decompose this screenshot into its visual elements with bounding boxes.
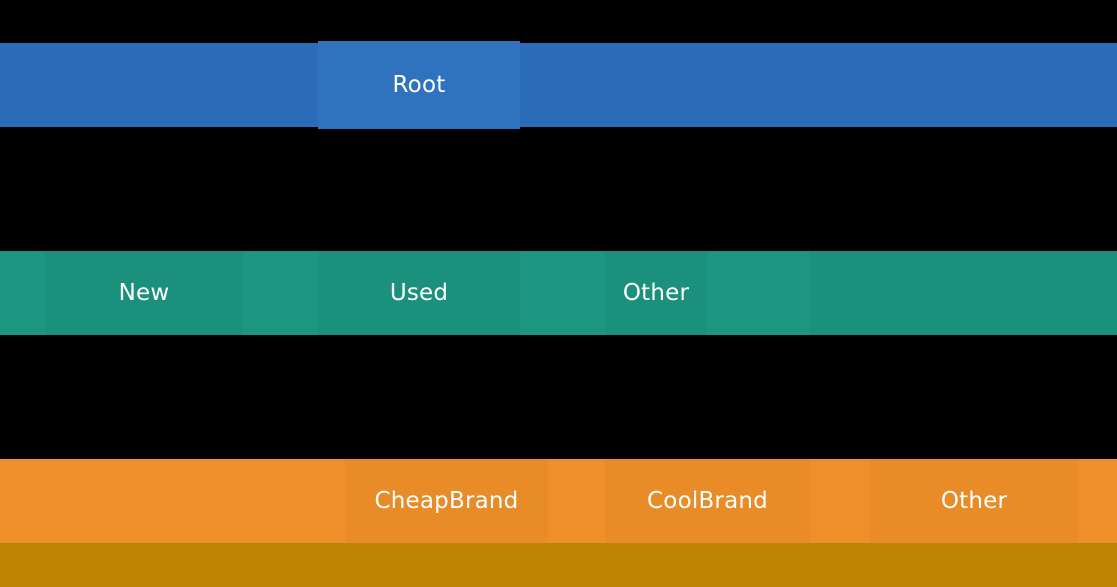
icicle-segment-cond-e[interactable] (810, 251, 1117, 335)
icicle-segment-cond-used[interactable]: Used (318, 251, 520, 335)
icicle-segment-label: Other (940, 487, 1008, 514)
icicle-segment-cond-other[interactable]: Other (605, 251, 707, 335)
root-level: Root (0, 41, 1117, 129)
icicle-segment-brand-c[interactable] (810, 459, 870, 543)
icicle-segment-label: CheapBrand (374, 487, 519, 514)
icicle-segment-root-a[interactable] (0, 43, 318, 127)
icicle-segment-cond-c[interactable] (520, 251, 605, 335)
icicle-segment-label: CoolBrand (647, 487, 768, 514)
icicle-segment-cond-a[interactable] (0, 251, 45, 335)
icicle-segment-cond-d[interactable] (707, 251, 810, 335)
icicle-segment-brand-cheap[interactable]: CheapBrand (345, 459, 548, 543)
icicle-segment-brand-cool[interactable]: CoolBrand (605, 459, 810, 543)
condition-level: New Used Other (0, 251, 1117, 335)
icicle-segment-label: Other (622, 279, 690, 306)
brand-level: CheapBrand CoolBrand Other (0, 459, 1117, 543)
leaf-level (0, 543, 1117, 587)
icicle-segment-brand-b[interactable] (548, 459, 605, 543)
icicle-segment-brand-d[interactable] (1078, 459, 1117, 543)
icicle-segment-root-b[interactable]: Root (318, 41, 520, 129)
icicle-segment-label: New (118, 279, 170, 306)
icicle-segment-cond-new[interactable]: New (45, 251, 243, 335)
icicle-segment-brand-other[interactable]: Other (870, 459, 1078, 543)
icicle-segment-brand-a[interactable] (0, 459, 345, 543)
icicle-segment-label: Used (389, 279, 449, 306)
icicle-segment-label: Root (392, 71, 446, 98)
icicle-segment-root-c[interactable] (520, 43, 1117, 127)
icicle-segment-leaf-a[interactable] (0, 543, 1117, 587)
icicle-segment-cond-b[interactable] (243, 251, 318, 335)
